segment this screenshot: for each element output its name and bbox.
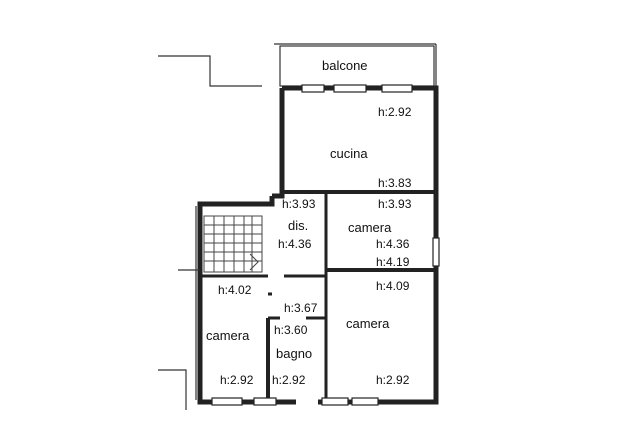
room-label-bagno: bagno (276, 346, 312, 361)
height-cucina-top: h:2.92 (378, 105, 412, 119)
height-camera-center-mid: h:4.36 (376, 237, 410, 251)
context-lines (158, 55, 262, 410)
height-left-bottom: h:2.92 (220, 373, 254, 387)
height-cucina-bottom: h:3.83 (378, 176, 412, 190)
room-label-cucina: cucina (330, 146, 368, 161)
height-camera-center-top: h:3.93 (378, 197, 412, 211)
height-dis: h:4.36 (278, 237, 312, 251)
height-camera-center-bottom: h:4.19 (376, 255, 410, 269)
interior-walls (200, 190, 436, 400)
height-bagno-top-b: h:3.60 (274, 323, 308, 337)
height-left-top: h:4.02 (218, 283, 252, 297)
staircase (203, 215, 263, 273)
room-label-balcone: balcone (322, 58, 368, 73)
room-label-camera-center: camera (348, 220, 392, 235)
height-right-bottom: h:2.92 (376, 373, 410, 387)
height-right-top: h:4.09 (376, 279, 410, 293)
height-bagno-bottom: h:2.92 (272, 373, 306, 387)
windows (211, 84, 440, 406)
room-label-disimpegno: dis. (288, 218, 308, 233)
room-label-camera-left: camera (206, 328, 250, 343)
height-bagno-top-a: h:3.67 (284, 301, 318, 315)
height-corridor-top: h:3.93 (282, 197, 316, 211)
room-label-camera-right: camera (346, 316, 390, 331)
